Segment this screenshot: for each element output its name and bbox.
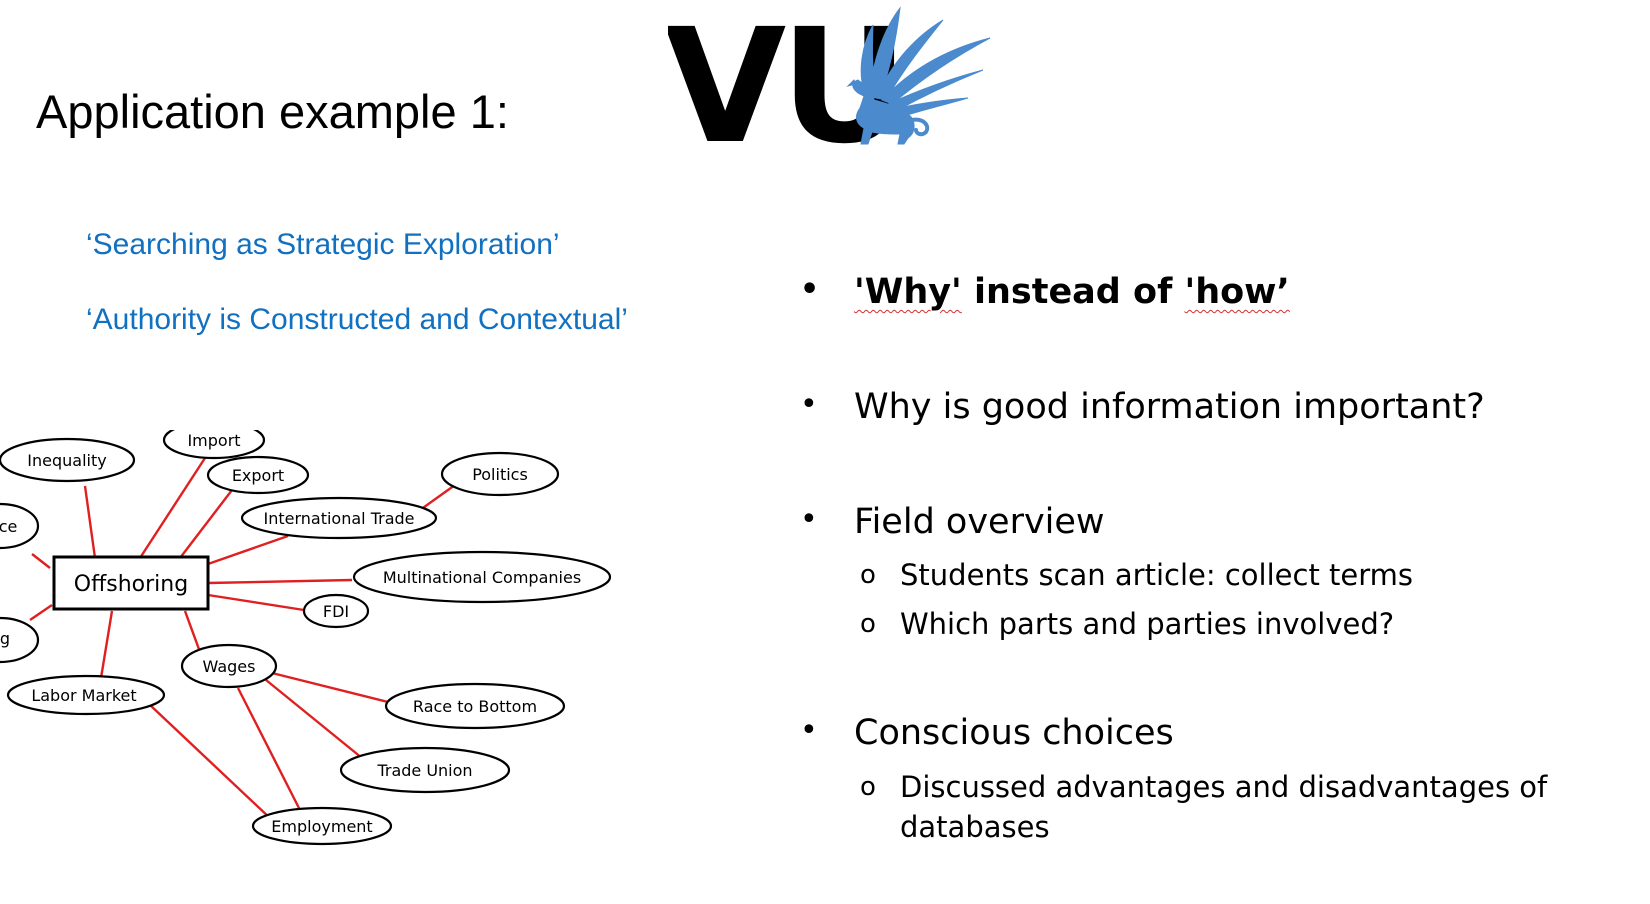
bullet-field-overview-text: Field overview bbox=[854, 502, 1105, 542]
node-politics: Politics bbox=[472, 465, 528, 484]
edge-trade-union bbox=[265, 679, 363, 759]
edge-politics bbox=[419, 484, 456, 511]
node-international-trade-shape bbox=[240, 496, 438, 540]
edge-inequality bbox=[83, 485, 97, 559]
bullet-why: 'Why' bbox=[854, 272, 962, 312]
node-partial-top: ce bbox=[0, 517, 17, 536]
sub-bullet-scan-article-text: Students scan article: collect terms bbox=[900, 558, 1414, 592]
sub-bullet-circle: o bbox=[860, 609, 876, 639]
node-export: Export bbox=[232, 466, 284, 485]
edge-fdi bbox=[207, 593, 305, 612]
griffin-icon bbox=[846, 6, 991, 145]
vu-logo: VU bbox=[664, 0, 1008, 179]
sub-bullet-databases-line2: databases bbox=[900, 810, 1050, 844]
node-labor-market: Labor Market bbox=[31, 686, 136, 705]
edge-partial-bottom bbox=[29, 604, 53, 621]
bullet-dot: • bbox=[800, 387, 818, 422]
bullet-dot: • bbox=[800, 713, 818, 748]
node-offshoring-shape bbox=[52, 555, 210, 611]
node-employment-shape bbox=[251, 806, 393, 846]
bullet-conscious-choices-text: Conscious choices bbox=[854, 713, 1174, 753]
node-wages-shape bbox=[180, 643, 278, 689]
node-international-trade: International Trade bbox=[263, 509, 414, 528]
node-inequality: Inequality bbox=[27, 451, 106, 470]
edge-employment-wages bbox=[236, 687, 304, 815]
node-labor-market-shape bbox=[6, 674, 166, 716]
bullet-how: 'how’ bbox=[1184, 272, 1290, 312]
edge-multinational bbox=[207, 578, 353, 585]
node-wages: Wages bbox=[203, 657, 256, 676]
bullet-dot: • bbox=[800, 272, 820, 307]
node-partial-top-shape bbox=[0, 502, 40, 550]
node-trade-union-shape bbox=[339, 746, 511, 794]
frame-searching: ‘Searching as Strategic Exploration’ bbox=[86, 228, 560, 261]
concept-map: Inequality Import Export Politics Intern… bbox=[0, 430, 612, 846]
edge-import bbox=[138, 457, 207, 559]
node-import: Import bbox=[187, 431, 240, 450]
node-export-shape bbox=[206, 455, 310, 495]
node-fdi: FDI bbox=[323, 602, 349, 621]
edge-employment-labor bbox=[149, 704, 273, 821]
sub-bullet-parts-parties-text: Which parts and parties involved? bbox=[900, 607, 1395, 641]
slide-title: Application example 1: bbox=[36, 85, 509, 138]
node-fdi-shape bbox=[302, 593, 370, 629]
edge-wages bbox=[183, 610, 202, 653]
bullet-good-information-text: Why is good information important? bbox=[854, 387, 1485, 427]
bullet-instead-of: instead of bbox=[961, 272, 1185, 312]
node-partial-bottom: g bbox=[0, 629, 10, 648]
node-offshoring: Offshoring bbox=[74, 572, 188, 597]
edge-export bbox=[179, 489, 233, 559]
sub-bullet-databases-line1: Discussed advantages and disadvantages o… bbox=[900, 770, 1548, 804]
concept-map-edges bbox=[29, 457, 456, 821]
node-race-to-bottom: Race to Bottom bbox=[413, 697, 537, 716]
node-politics-shape bbox=[440, 451, 560, 497]
node-import-shape bbox=[162, 430, 266, 460]
node-multinational-shape bbox=[352, 550, 612, 604]
sub-bullet-circle: o bbox=[860, 772, 876, 802]
bullet-dot: • bbox=[800, 502, 818, 537]
node-trade-union: Trade Union bbox=[376, 761, 472, 780]
edge-race-to-bottom bbox=[267, 670, 389, 704]
node-race-to-bottom-shape bbox=[384, 682, 566, 730]
edge-partial-top bbox=[31, 553, 51, 569]
node-multinational: Multinational Companies bbox=[383, 568, 581, 587]
node-partial-bottom-shape bbox=[0, 616, 40, 664]
sub-bullet-circle: o bbox=[860, 560, 876, 590]
node-employment: Employment bbox=[271, 817, 372, 836]
edge-labor-market bbox=[99, 610, 114, 679]
frame-authority: ‘Authority is Constructed and Contextual… bbox=[86, 303, 628, 336]
node-inequality-shape bbox=[0, 437, 136, 483]
edge-international-trade bbox=[207, 534, 289, 566]
